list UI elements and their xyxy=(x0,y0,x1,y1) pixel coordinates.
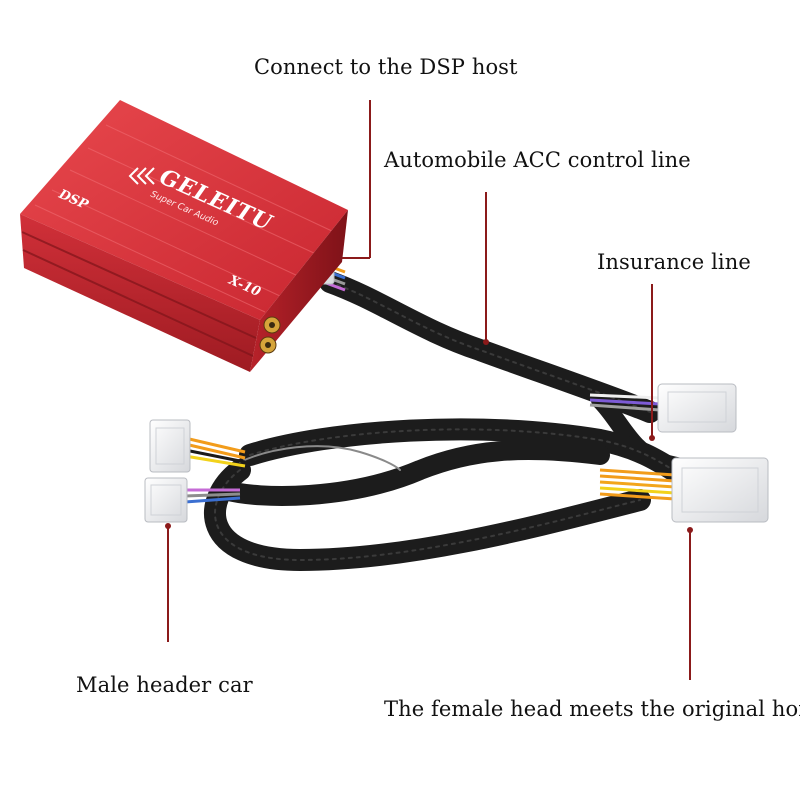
label-dsp-host: Connect to the DSP host xyxy=(254,55,518,79)
label-insurance-line: Insurance line xyxy=(597,250,751,274)
brand-logo xyxy=(128,167,155,185)
colored-wires-insurance xyxy=(589,393,661,412)
colored-wires-left xyxy=(184,436,246,504)
connector-insurance-plug xyxy=(657,383,737,433)
acc-wire xyxy=(239,445,401,471)
label-male-header: Male header car xyxy=(76,673,253,697)
leader-lines xyxy=(167,100,691,680)
label-acc-control-line: Automobile ACC control line xyxy=(384,148,691,172)
dsp-module: GELEITU Super Car Audio DSP X-10 xyxy=(20,100,348,372)
left-branch-cable xyxy=(215,440,610,506)
connector-male-plug-top xyxy=(149,419,191,473)
leader-dots xyxy=(165,339,693,533)
connector-male-plug-bottom xyxy=(144,477,188,523)
label-female-head: The female head meets the original horn xyxy=(384,697,800,721)
lower-loop-cable xyxy=(204,459,651,571)
connector-female-plug xyxy=(671,457,769,523)
colored-wires-right xyxy=(599,468,676,501)
